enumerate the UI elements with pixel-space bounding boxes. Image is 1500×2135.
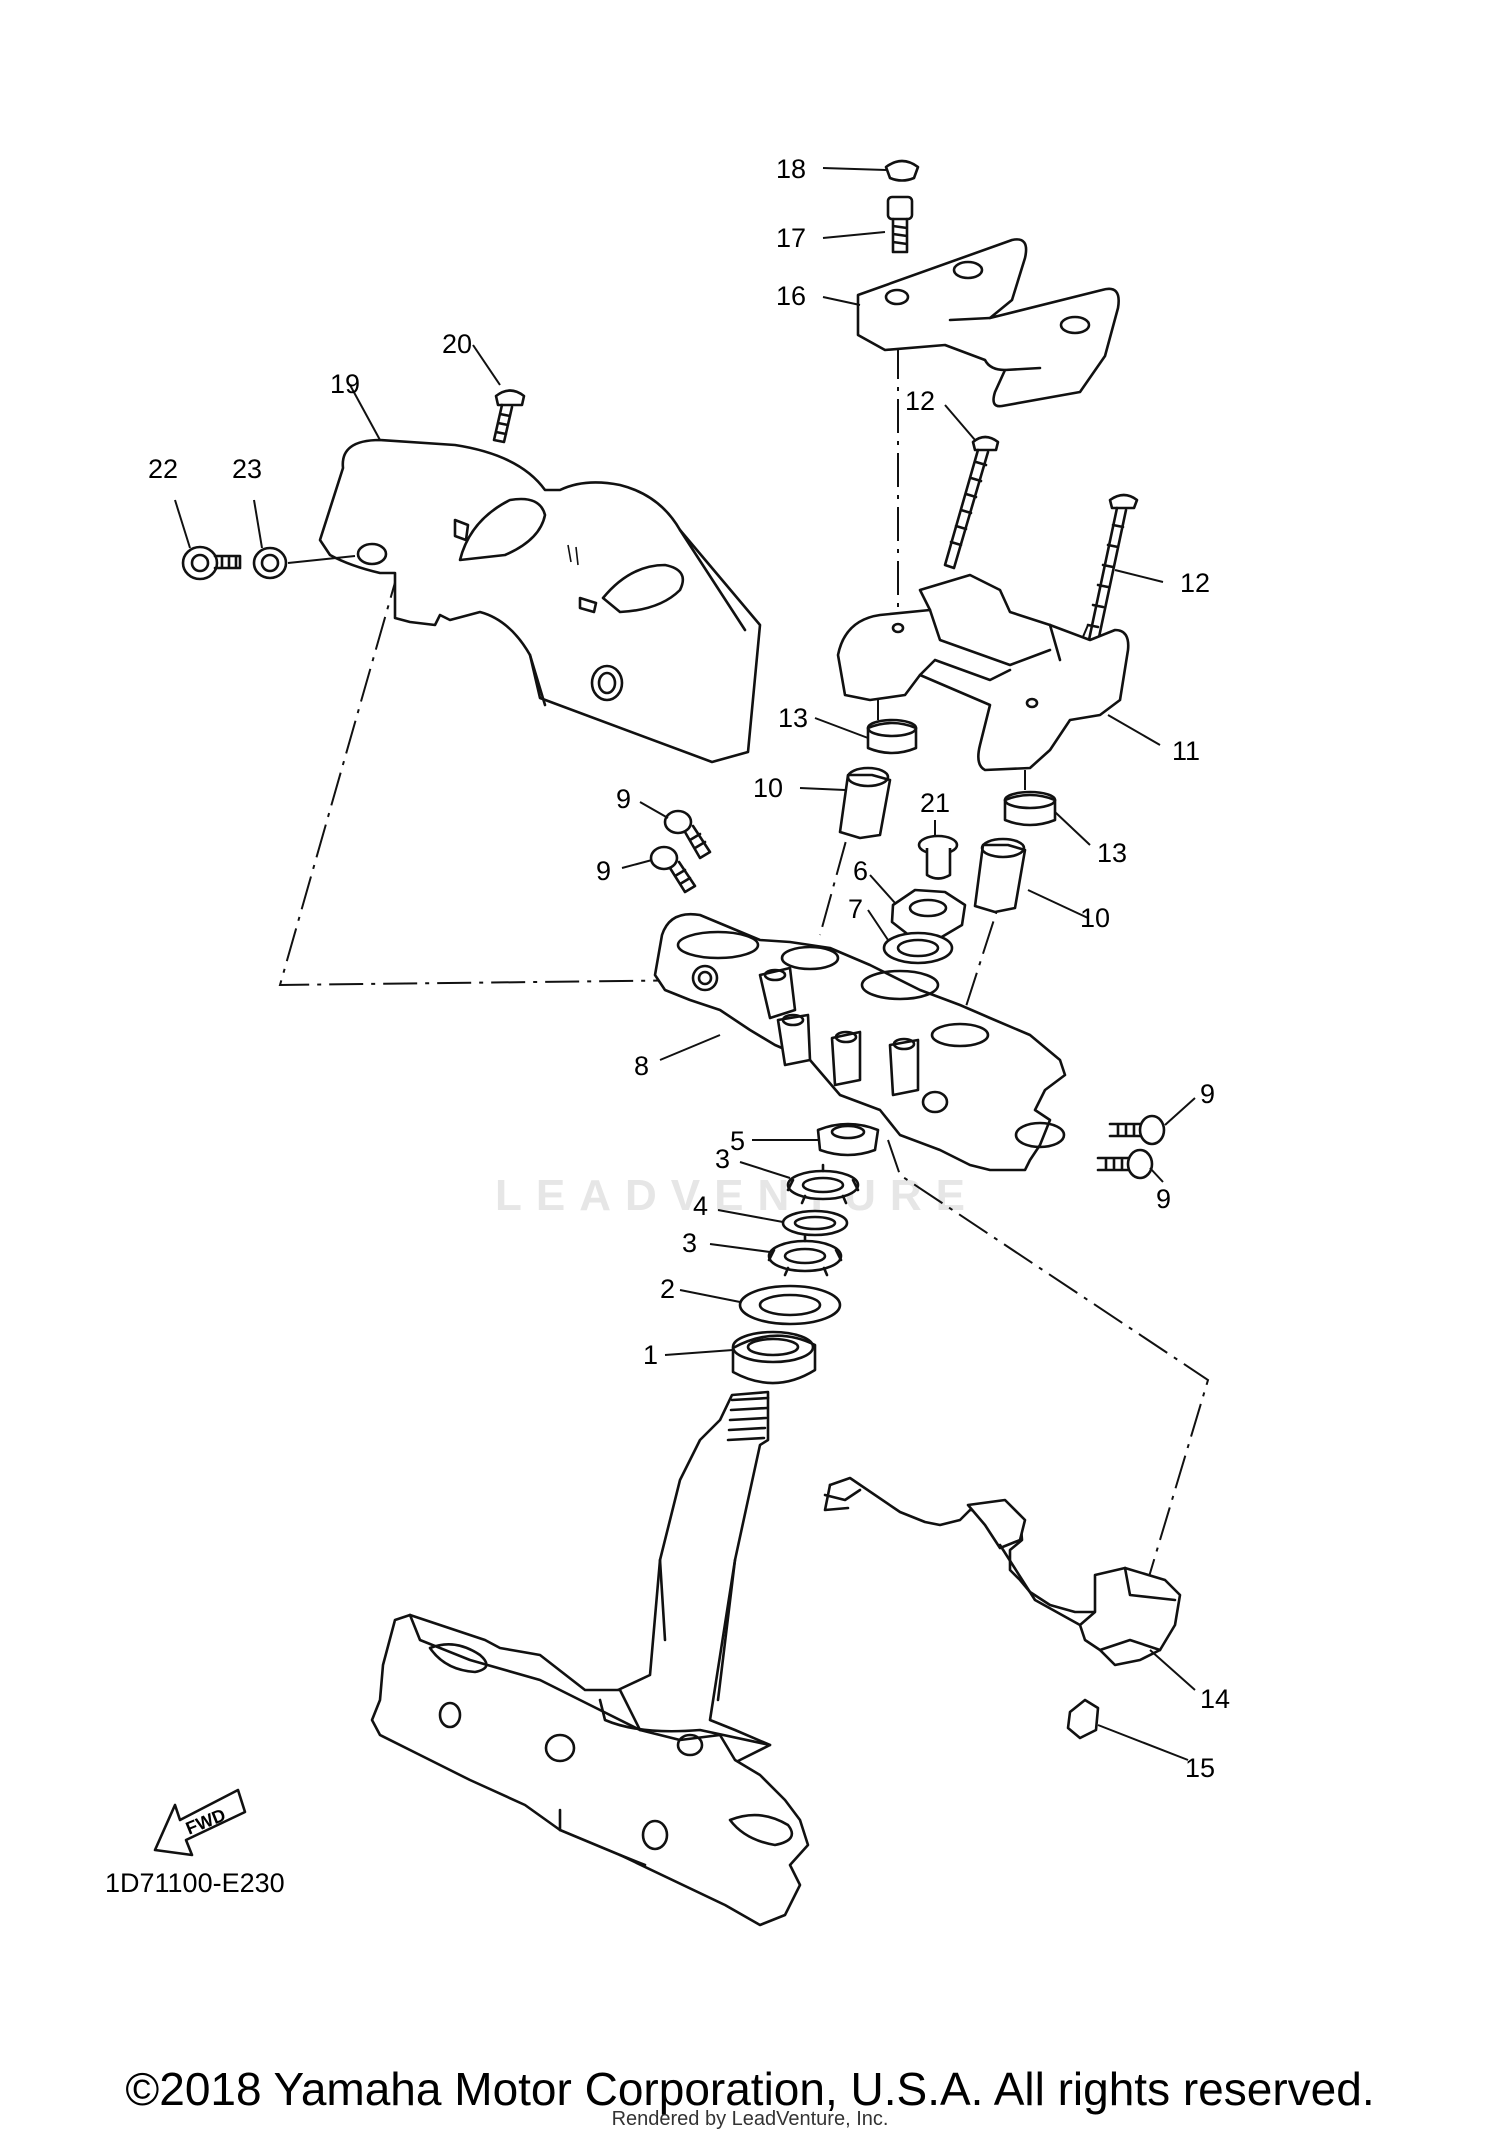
rendered-by-notice: Rendered by LeadVenture, Inc.: [611, 2108, 889, 2130]
callout-17: 17: [776, 223, 806, 253]
part-3-ring-nut-lower: [767, 1233, 843, 1277]
under-bracket-steering-stem: [370, 1390, 810, 1927]
part-7-washer: [882, 931, 954, 965]
callout-2: 2: [660, 1274, 675, 1304]
part-23-washer: [252, 546, 356, 580]
part-2-seal: [738, 1284, 842, 1326]
part-9-bolt-lower-right: [1096, 1148, 1154, 1180]
callout-5: 5: [730, 1126, 745, 1156]
callout-22: 22: [148, 454, 178, 484]
callout-15: 15: [1185, 1753, 1215, 1783]
part-9-bolt-upper-left: [663, 809, 712, 860]
diagram-code: 1D71100-E230: [105, 1868, 285, 1898]
callout-10: 10: [1080, 903, 1110, 933]
callout-23: 23: [232, 454, 262, 484]
part-17-bolt: [886, 195, 914, 254]
part-5-ring: [816, 1122, 880, 1157]
part-15-nut: [1066, 1698, 1100, 1740]
fwd-arrow-icon: FWD: [153, 1788, 247, 1857]
part-22-bolt: [181, 545, 242, 581]
assembly-line: [278, 564, 706, 987]
callout-12: 12: [1180, 568, 1210, 598]
part-4-washer: [781, 1209, 849, 1237]
callout-6: 6: [853, 856, 868, 886]
callout-9: 9: [1156, 1184, 1171, 1214]
part-6-nut: [890, 888, 967, 940]
part-9-bolt-lower-left: [649, 845, 697, 894]
part-18-cap: [884, 159, 920, 182]
part-11-lower-holder: [836, 573, 1130, 772]
part-20-screw: [492, 389, 526, 444]
callout-20: 20: [442, 329, 472, 359]
part-13-damper-right: [1003, 790, 1057, 827]
part-1-bearing: [731, 1330, 817, 1385]
callout-12: 12: [905, 386, 935, 416]
part-9-bolt-upper-right: [1108, 1114, 1166, 1146]
callout-9: 9: [1200, 1079, 1215, 1109]
callout-9: 9: [616, 784, 631, 814]
callout-4: 4: [693, 1191, 708, 1221]
assembly-line: [887, 1139, 1210, 1581]
callout-9: 9: [596, 856, 611, 886]
part-16-upper-holder: [856, 238, 1120, 408]
part-10-collar-right: [973, 837, 1027, 914]
callout-3: 3: [682, 1228, 697, 1258]
callout-14: 14: [1200, 1684, 1230, 1714]
part-8-upper-bracket: [653, 912, 1067, 1172]
part-13-damper-left: [866, 718, 918, 755]
leader-lines: [174, 167, 1196, 1761]
part-21-collar: [917, 834, 959, 880]
callout-1: 1: [643, 1340, 658, 1370]
callout-19: 19: [330, 369, 360, 399]
callout-10: 10: [753, 773, 783, 803]
part-3-ring-nut-upper: [786, 1163, 860, 1205]
callout-numbers: 18 17 16 20 19 12 22 23 12 13 11 10 9 21…: [148, 154, 1230, 1783]
copyright-notice: ©2018 Yamaha Motor Corporation, U.S.A. A…: [125, 2063, 1375, 2115]
callout-7: 7: [848, 894, 863, 924]
callout-13: 13: [1097, 838, 1127, 868]
callout-16: 16: [776, 281, 806, 311]
callout-13: 13: [778, 703, 808, 733]
callout-11: 11: [1172, 736, 1200, 766]
callout-18: 18: [776, 154, 806, 184]
part-14-bracket: [823, 1476, 1182, 1667]
callout-8: 8: [634, 1051, 649, 1081]
callout-21: 21: [920, 788, 950, 818]
part-10-collar-left: [838, 766, 892, 840]
part-19-cover: [318, 438, 762, 764]
part-12-bolt-left: [943, 435, 1000, 570]
callout-3: 3: [715, 1144, 730, 1174]
